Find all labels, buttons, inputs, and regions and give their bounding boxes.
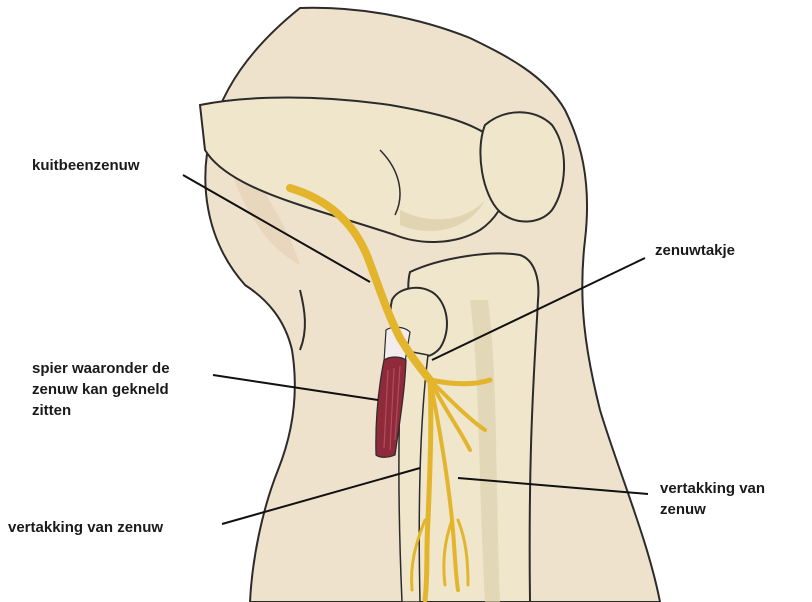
label-kuitbeenzenuw: kuitbeenzenuw [32,155,140,176]
label-vertakking-right-line-1: vertakking van [660,478,765,499]
label-vertakking-right: vertakking van zenuw [660,478,765,520]
label-spier-line-1: spier waaronder de [32,358,170,379]
label-zenuwtakje: zenuwtakje [655,240,735,261]
label-spier-line-3: zitten [32,400,170,421]
label-spier: spier waaronder de zenuw kan gekneld zit… [32,358,170,421]
patella-bone [480,112,564,221]
label-vertakking-right-line-2: zenuw [660,499,765,520]
label-spier-line-2: zenuw kan gekneld [32,379,170,400]
label-vertakking-left: vertakking van zenuw [8,517,163,538]
